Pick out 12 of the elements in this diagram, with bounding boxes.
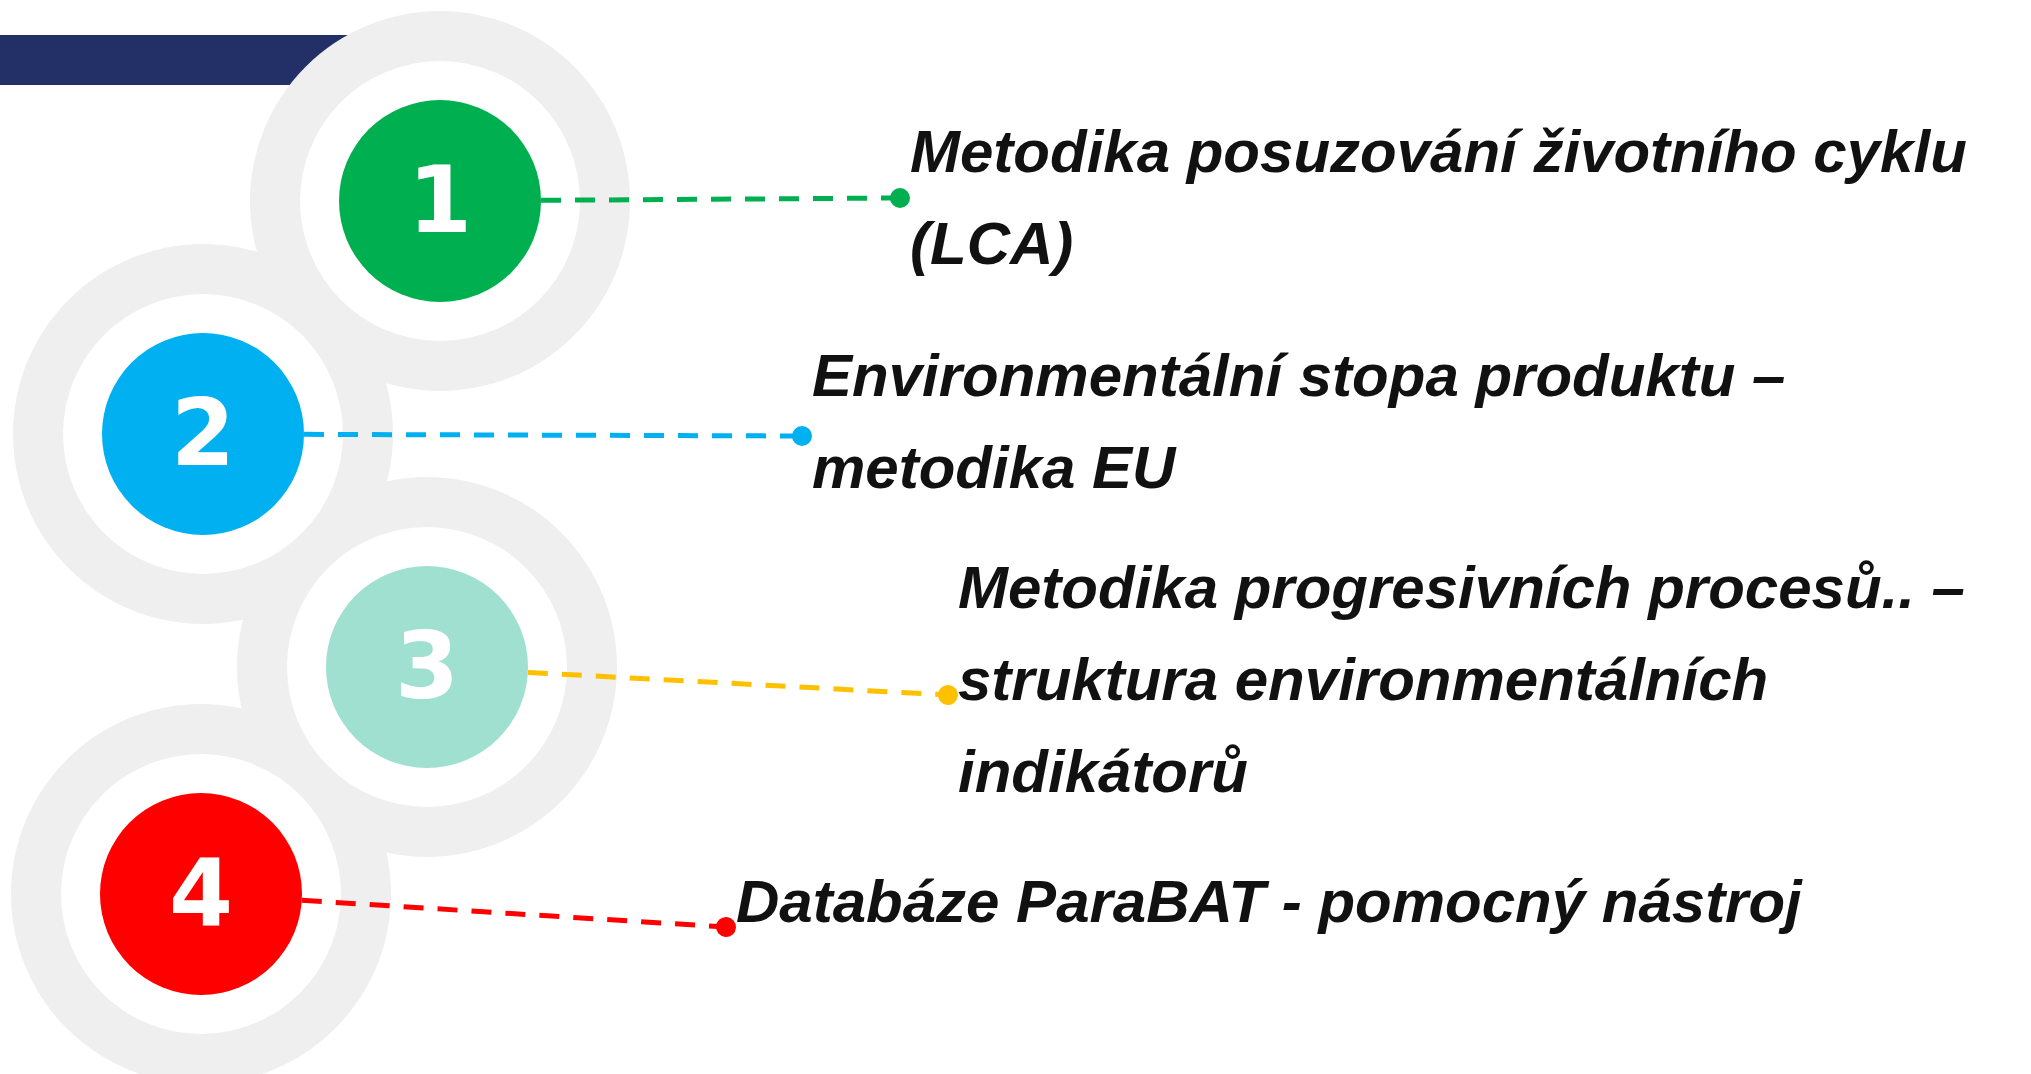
dashed-connector [301, 897, 736, 937]
step-number: 4 [169, 848, 233, 940]
step-title: Databáze ParaBAT - pomocný nástroj [736, 856, 1936, 948]
step-number: 2 [171, 388, 235, 480]
step-number: 1 [408, 155, 472, 247]
dashed-connector [304, 426, 812, 446]
step-number: 3 [395, 621, 459, 713]
step-title: Metodika posuzování životního cyklu (LCA) [910, 106, 2025, 290]
step-title: Environmentální stopa produktu – metodika EU [812, 330, 2012, 514]
dashed-connector [541, 188, 910, 208]
step-title: Metodika progresivních procesů.. – struktura environmentálních indikátorů [958, 542, 2023, 818]
dashed-connector [527, 669, 958, 705]
